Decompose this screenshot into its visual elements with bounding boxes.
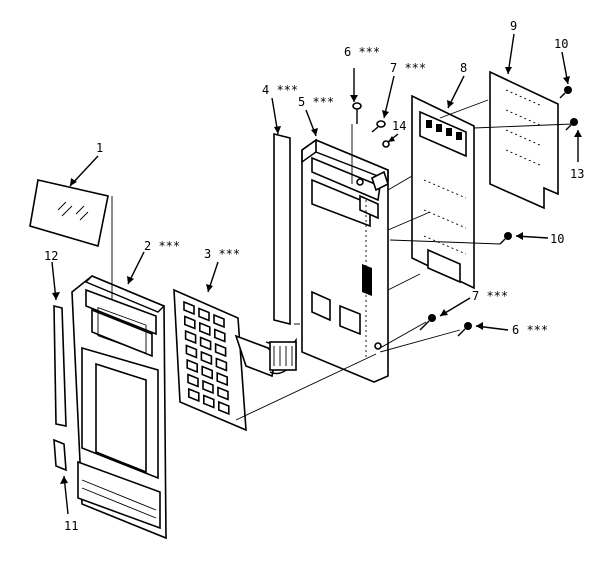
keypad-key — [183, 300, 195, 316]
keypad-key — [201, 365, 213, 380]
keypad-key — [215, 357, 228, 372]
keypad-key — [199, 321, 211, 337]
part-4-strip — [273, 132, 291, 326]
callout-8: 8 — [460, 61, 467, 75]
part-12-side-strip — [53, 304, 67, 427]
part-2-control-panel-frame — [71, 275, 167, 540]
screw-10-top — [559, 86, 572, 99]
callout-11: 11 — [64, 519, 78, 533]
part-8-circuit-board — [411, 94, 475, 290]
keypad-key — [186, 358, 198, 374]
keypad-key — [185, 344, 198, 359]
callout-6-top: 6 *** — [344, 45, 380, 59]
keypad-key — [198, 307, 210, 322]
keypad-key — [188, 387, 200, 403]
part-5-mounting-plate — [301, 138, 389, 383]
callout-10-top: 10 — [554, 37, 568, 51]
callout-1: 1 — [96, 141, 103, 155]
part-9-cover-plate — [489, 70, 559, 210]
keypad-key — [202, 379, 214, 395]
screw-14 — [382, 140, 390, 148]
callout-5: 5 *** — [298, 95, 334, 109]
callout-13: 13 — [570, 167, 584, 181]
callout-2: 2 *** — [144, 239, 180, 253]
callout-6-bottom: 6 *** — [512, 323, 548, 337]
screw-6-bottom — [457, 322, 472, 337]
keypad-key — [217, 386, 229, 401]
assembly-lines — [111, 99, 573, 421]
callout-12: 12 — [44, 249, 58, 263]
callout-4: 4 *** — [262, 83, 298, 97]
keypad-key — [216, 371, 228, 387]
callout-9: 9 — [510, 19, 517, 33]
keypad-key — [213, 313, 225, 329]
part-11-small-label — [53, 438, 67, 472]
screw-10-mid — [499, 232, 512, 245]
part-3-touch-keypad — [173, 288, 297, 432]
callout-7-bottom: 7 *** — [472, 289, 508, 303]
keypad-key — [199, 336, 212, 351]
keypad-key — [184, 315, 196, 330]
keypad-key — [218, 400, 230, 416]
keypad-key — [184, 329, 197, 345]
callout-14: 14 — [392, 119, 406, 133]
keypad-key — [200, 350, 213, 366]
callout-10-mid: 10 — [550, 232, 564, 246]
keypad-key — [203, 394, 215, 409]
keypad-keys — [183, 300, 230, 416]
keypad-key — [214, 328, 226, 343]
callout-leaders — [51, 33, 582, 515]
keypad-key — [214, 342, 227, 358]
screw-7-bottom — [419, 314, 436, 331]
callout-labels: 1 2 *** 3 *** 4 *** 5 *** 6 *** 7 *** 8 … — [44, 19, 584, 533]
callout-7-top: 7 *** — [390, 61, 426, 75]
part-1-window-glass — [29, 179, 109, 248]
callout-3: 3 *** — [204, 247, 240, 261]
screw-6-top — [352, 102, 362, 124]
screw-7-top — [371, 120, 386, 133]
keypad-key — [187, 373, 199, 388]
